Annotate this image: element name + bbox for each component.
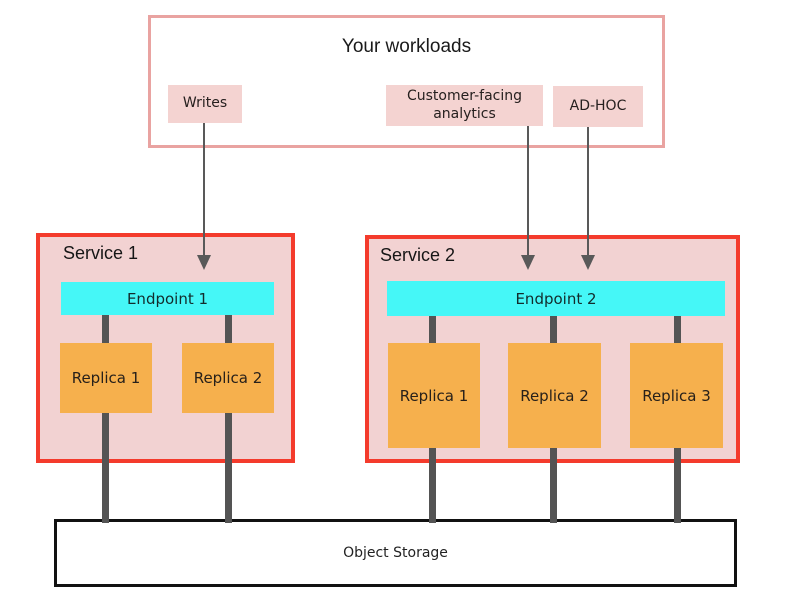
arrow-line [587,127,589,256]
replica-label: Replica 1 [399,386,469,405]
workload-customer-facing-analytics-label: Customer-facing analytics [406,88,522,122]
endpoint-2-bar: Endpoint 2 [387,281,725,316]
replica-box: Replica 1 [60,343,152,413]
replica-box: Replica 2 [508,343,601,448]
replica-label: Replica 1 [71,369,141,387]
arrow-head-icon [581,255,595,270]
connector-line [225,315,232,523]
workload-ad-hoc: AD-HOC [553,86,643,127]
arrow-head-icon [521,255,535,270]
replica-label: Replica 2 [520,386,589,405]
object-storage-box: Object Storage [54,519,737,587]
endpoint-2-label: Endpoint 2 [515,289,597,308]
replica-label: Replica 3 [642,386,711,405]
workload-ad-hoc-label: AD-HOC [569,97,627,114]
object-storage-label: Object Storage [343,545,448,561]
replica-label: Replica 2 [193,369,263,387]
workload-writes-label: Writes [182,95,228,112]
endpoint-1-label: Endpoint 1 [126,289,209,308]
replica-box: Replica 3 [630,343,723,448]
connector-line [102,315,109,523]
arrow-head-icon [197,255,211,270]
replica-box: Replica 2 [182,343,274,413]
arrow-line [527,126,529,256]
workload-customer-facing-analytics: Customer-facing analytics [386,85,543,126]
workload-writes: Writes [168,85,242,123]
replica-box: Replica 1 [388,343,480,448]
endpoint-1-bar: Endpoint 1 [61,282,274,315]
arrow-line [203,123,205,256]
workloads-title: Your workloads [341,36,472,57]
service-1-title: Service 1 [63,243,139,263]
service-2-title: Service 2 [380,245,456,265]
